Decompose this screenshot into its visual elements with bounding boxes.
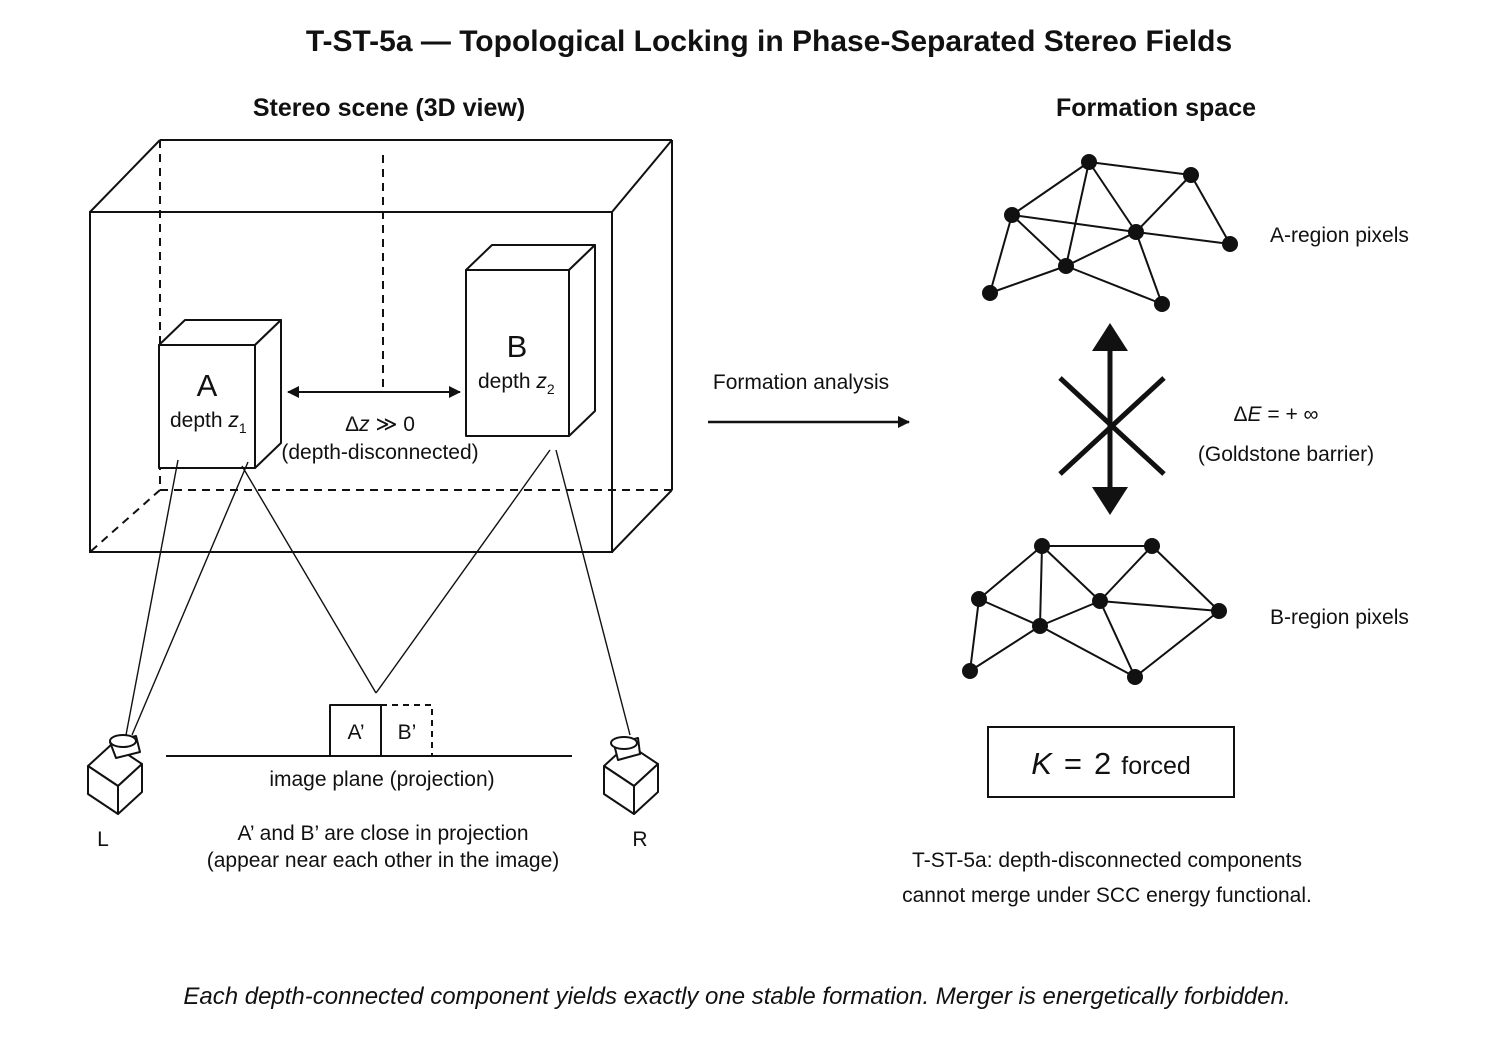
b-prime-box	[380, 704, 433, 757]
a-region-edge-0	[1088, 161, 1192, 176]
barrier-up-arrowhead	[1092, 323, 1128, 351]
b-region-edge-10	[1099, 600, 1136, 678]
b-region-edge-1	[978, 545, 1043, 600]
a-region-edge-5	[1190, 174, 1231, 245]
b-region-node-4	[1211, 603, 1227, 619]
depth-separation-label: Δz ≫ 0	[345, 413, 415, 436]
projection-note-2: (appear near each other in the image)	[207, 849, 560, 872]
formation-analysis-label: Formation analysis	[713, 371, 889, 394]
b-region-node-6	[962, 663, 978, 679]
figure-title: T-ST-5a — Topological Locking in Phase-S…	[306, 25, 1232, 58]
box-a-depth: depth z1	[170, 409, 247, 436]
a-region-edge-2	[1088, 161, 1137, 233]
box-a-letter: A	[197, 368, 218, 403]
theorem-statement-1: T-ST-5a: depth-disconnected components	[912, 849, 1302, 872]
b-region-edge-4	[1099, 545, 1153, 602]
theorem-statement-2: cannot merge under SCC energy functional…	[902, 884, 1312, 907]
a-region-node-2	[1004, 207, 1020, 223]
a-region-node-0	[1081, 154, 1097, 170]
projection-note-1: A’ and B’ are close in projection	[237, 822, 528, 845]
depth-disconnected-note: (depth-disconnected)	[281, 441, 478, 464]
b-region-edge-12	[969, 625, 1041, 672]
a-region-node-5	[1058, 258, 1074, 274]
b-region-edge-6	[978, 598, 1041, 627]
b-region-node-7	[1127, 669, 1143, 685]
a-region-edge-9	[1135, 231, 1231, 245]
formation-space-heading: Formation space	[1056, 94, 1256, 122]
box-a: A depth z1	[158, 319, 282, 469]
b-region-edge-7	[969, 598, 980, 672]
k-forced-box	[987, 726, 1235, 798]
b-region-node-0	[1034, 538, 1050, 554]
scene-box	[89, 139, 673, 553]
a-region-edge-12	[989, 265, 1067, 294]
a-region-edge-7	[1011, 214, 1067, 267]
camera-left-label: L	[97, 828, 109, 851]
barrier-cross-stroke-2	[1058, 376, 1166, 476]
stereo-scene-panel: Stereo scene (3D view) A depth z1	[87, 94, 673, 872]
projection-rays	[125, 449, 631, 736]
b-region-edge-13	[1039, 625, 1136, 678]
b-region-edge-5	[1151, 545, 1220, 612]
a-region-label: A-region pixels	[1270, 224, 1409, 247]
a-region-edge-10	[1065, 231, 1137, 267]
b-region-edge-8	[1099, 600, 1220, 612]
a-region-graph	[982, 154, 1238, 312]
a-region-edge-1	[1011, 161, 1090, 216]
a-region-node-4	[1222, 236, 1238, 252]
b-region-edge-3	[1039, 545, 1043, 627]
figure-caption: Each depth-connected component yields ex…	[183, 983, 1290, 1010]
a-region-edge-8	[989, 214, 1013, 294]
camera-right-label: R	[632, 828, 647, 851]
a-region-edge-6	[1011, 214, 1137, 233]
a-region-edge-3	[1065, 161, 1090, 267]
b-region-label: B-region pixels	[1270, 606, 1409, 629]
b-region-edge-9	[1039, 600, 1101, 627]
b-region-graph	[962, 538, 1227, 685]
box-b-letter: B	[507, 329, 528, 364]
b-region-node-3	[1092, 593, 1108, 609]
formation-space-panel: Formation space A-region pixels ΔE = + ∞…	[902, 94, 1409, 907]
a-prime-label: A’	[347, 721, 364, 744]
a-region-edge-13	[1065, 265, 1163, 305]
camera-right-icon	[603, 736, 659, 815]
a-region-node-6	[982, 285, 998, 301]
b-region-node-5	[1032, 618, 1048, 634]
image-plane-label: image plane (projection)	[269, 768, 494, 791]
stereo-scene-heading: Stereo scene (3D view)	[253, 94, 525, 122]
barrier-down-arrowhead	[1092, 487, 1128, 515]
b-region-edge-11	[1134, 610, 1220, 678]
a-region-node-1	[1183, 167, 1199, 183]
b-region-edge-2	[1041, 545, 1101, 602]
a-region-node-7	[1154, 296, 1170, 312]
b-region-node-2	[971, 591, 987, 607]
goldstone-barrier-note: (Goldstone barrier)	[1198, 443, 1374, 466]
camera-left-icon	[87, 734, 143, 815]
a-region-edge-11	[1135, 231, 1163, 305]
energy-barrier-value: ΔE = + ∞	[1233, 403, 1318, 426]
a-region-edge-4	[1135, 174, 1192, 233]
box-b: B depth z2	[465, 244, 596, 437]
b-region-node-1	[1144, 538, 1160, 554]
box-b-depth: depth z2	[478, 370, 555, 397]
b-prime-label: B’	[398, 721, 417, 744]
goldstone-barrier	[1058, 323, 1166, 515]
a-region-node-3	[1128, 224, 1144, 240]
